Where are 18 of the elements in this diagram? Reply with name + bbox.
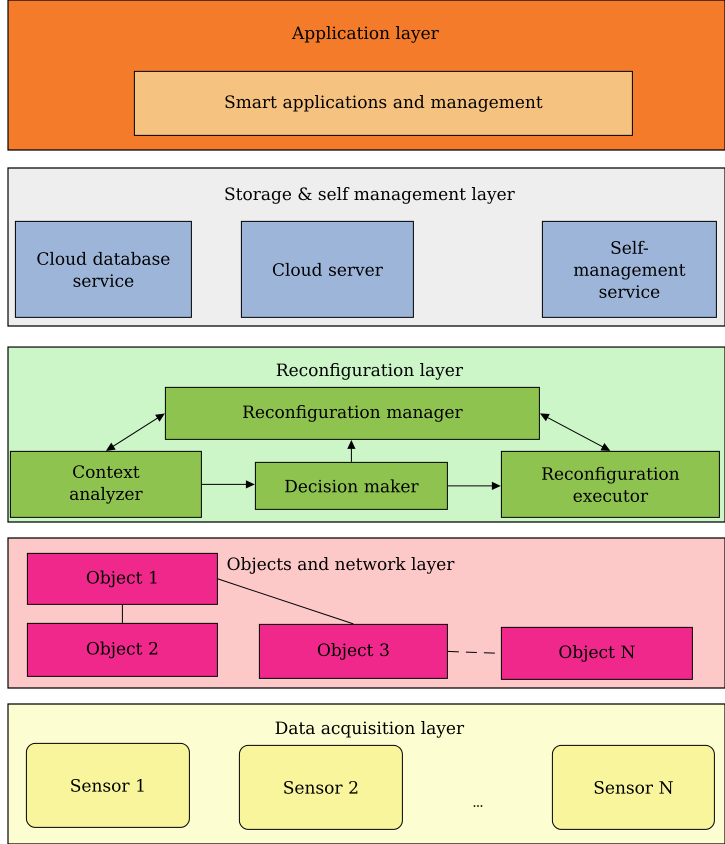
sensor-box: Sensor N: [552, 744, 715, 830]
sensor-box: Sensor 1: [26, 742, 190, 828]
ellipsis-label: ...: [474, 805, 482, 807]
component-box: Reconfiguration manager: [164, 386, 540, 440]
component-box: Cloud database service: [14, 220, 192, 318]
component-box: Decision maker: [254, 462, 448, 510]
component-box: Smart applications and management: [134, 70, 633, 136]
sensor-box: Sensor 2: [238, 744, 403, 830]
component-box: Self-management service: [542, 220, 717, 318]
connector-line: [122, 604, 123, 624]
component-box: Object 3: [258, 624, 448, 679]
component-box: Cloud server: [240, 220, 414, 318]
connector-line: [217, 578, 354, 624]
component-box: Object 1: [26, 552, 218, 605]
component-box: Object 2: [26, 622, 218, 677]
component-box: Reconfiguration executor: [500, 450, 720, 518]
component-box: Object N: [500, 626, 693, 680]
component-box: Context analyzer: [10, 450, 202, 518]
